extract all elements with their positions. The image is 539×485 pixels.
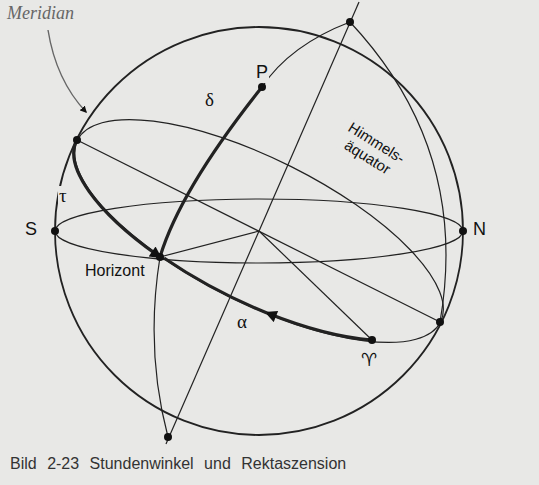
hour-circle: [154, 22, 350, 437]
figure-caption: Bild 2-23 Stundenwinkel und Rektaszensio…: [10, 455, 346, 473]
radius-line: [160, 231, 259, 257]
equator-point: [436, 318, 444, 326]
meridian-point: [73, 136, 81, 144]
foot-point: [156, 253, 164, 261]
equator-label: Himmels- äquator: [336, 119, 409, 182]
angle-label: α: [236, 312, 248, 333]
point-label: P: [255, 63, 269, 83]
leader-line: [48, 30, 86, 112]
vernal-point-label: ♈: [360, 350, 378, 370]
hour-angle-arc: [74, 140, 160, 257]
meridian-circle: [55, 27, 463, 435]
point-label: N: [472, 220, 487, 240]
world-axis: [166, 2, 359, 444]
angle-label: τ: [58, 186, 68, 207]
pole-point: [346, 18, 354, 26]
meridian-label: Meridian: [6, 4, 75, 24]
south-point: [51, 227, 59, 235]
angle-label: δ: [204, 90, 215, 111]
pole-point: [164, 433, 172, 441]
sphere-lines: [45, 2, 473, 444]
equator-ellipse: [45, 76, 473, 387]
star-point: [258, 83, 266, 91]
north-point: [459, 227, 467, 235]
point-label: S: [24, 220, 38, 240]
radius-line: [259, 231, 372, 340]
right-ascension-arc: [267, 313, 372, 340]
declination-arc: [160, 87, 262, 257]
hour-circle: [350, 22, 446, 322]
horizon-label: Horizont: [84, 262, 146, 280]
right-ascension-arc: [164, 258, 267, 313]
points: [51, 18, 467, 441]
vernal-point: [368, 336, 376, 344]
